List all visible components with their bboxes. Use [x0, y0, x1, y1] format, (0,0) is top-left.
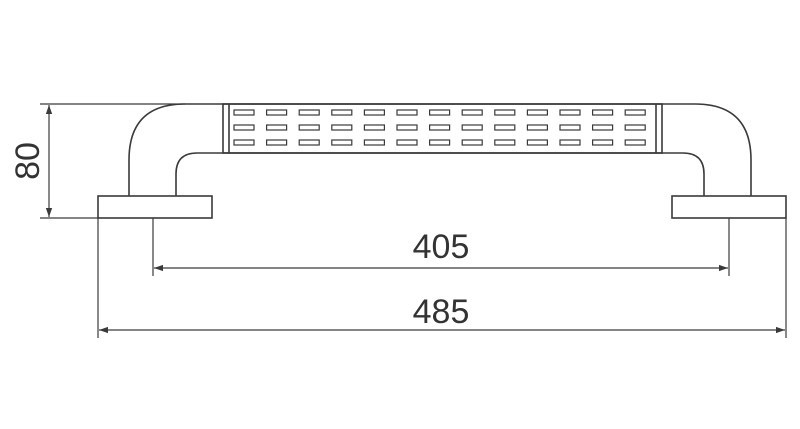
- grip-slot: [494, 109, 516, 116]
- grip-slot: [233, 124, 255, 131]
- right-flange: [671, 195, 787, 219]
- grip-slot: [591, 139, 614, 146]
- grip-slot: [591, 109, 614, 116]
- grip-slot: [461, 139, 483, 146]
- grip-slot: [559, 124, 581, 131]
- grip-slot: [624, 139, 646, 146]
- overall-length-label: 485: [413, 293, 470, 331]
- grip-slot: [363, 139, 385, 146]
- grip-slot: [526, 124, 549, 131]
- grip-slot: [429, 139, 451, 146]
- grip-slot-pattern: [233, 109, 646, 146]
- grip-slot: [429, 109, 451, 116]
- grip-slot: [461, 124, 483, 131]
- grip-slot: [526, 109, 549, 116]
- bar-inner-contour: [175, 152, 705, 196]
- grip-slot: [429, 124, 451, 131]
- grip-slot: [298, 124, 320, 131]
- grip-slot: [396, 124, 418, 131]
- grip-slot: [526, 139, 549, 146]
- grip-slot: [494, 124, 516, 131]
- grip-slot: [331, 139, 353, 146]
- grip-slot: [266, 124, 288, 131]
- grip-section: [222, 103, 663, 154]
- grip-slot: [233, 139, 255, 146]
- grip-slot: [461, 109, 483, 116]
- grip-slot: [266, 139, 288, 146]
- left-flange: [97, 195, 213, 219]
- grip-slot: [298, 139, 320, 146]
- grip-slot: [624, 109, 646, 116]
- height-dimension-label: 80: [9, 142, 47, 180]
- grip-slot: [331, 124, 353, 131]
- grip-slot: [266, 109, 288, 116]
- grip-slot: [624, 124, 646, 131]
- grip-slot: [494, 139, 516, 146]
- center-distance-label: 405: [413, 228, 470, 266]
- grip-slot: [363, 109, 385, 116]
- grip-slot: [559, 109, 581, 116]
- grip-slot: [233, 109, 255, 116]
- grip-slot: [331, 109, 353, 116]
- grip-slot: [559, 139, 581, 146]
- grip-slot: [396, 109, 418, 116]
- grip-slot: [298, 109, 320, 116]
- grip-slot: [396, 139, 418, 146]
- grip-slot: [591, 124, 614, 131]
- grip-slot: [363, 124, 385, 131]
